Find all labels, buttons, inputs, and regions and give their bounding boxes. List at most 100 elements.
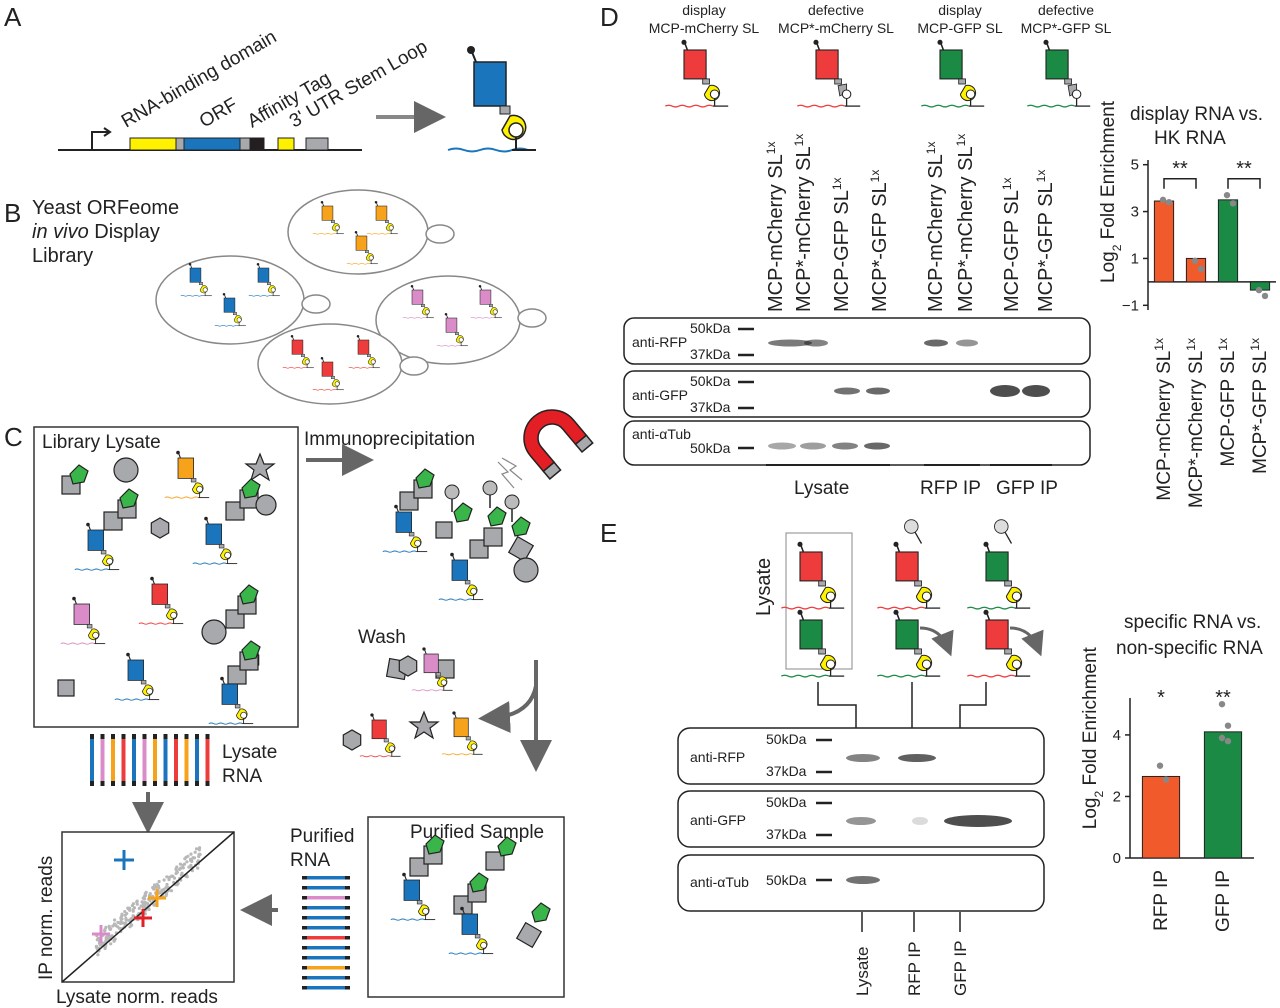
rna-strand bbox=[164, 496, 199, 499]
rna-bar bbox=[302, 886, 350, 890]
tether-knob bbox=[937, 39, 943, 45]
gray-circle bbox=[513, 557, 539, 583]
d-group-rfp-ip: RFP IP bbox=[920, 478, 981, 499]
d-band bbox=[924, 339, 948, 347]
rna-bar-cap bbox=[111, 781, 115, 786]
chart-sig: ** bbox=[1172, 158, 1188, 180]
chart-y-tick-label: 3 bbox=[1131, 204, 1139, 221]
linker bbox=[464, 580, 471, 585]
d-header-line2: MCP*-GFP SL bbox=[1021, 20, 1112, 36]
chart-sig: * bbox=[1157, 687, 1165, 709]
tether-knob bbox=[1043, 39, 1049, 45]
d-lane-sup: 1x bbox=[792, 134, 806, 147]
scatter-ylabel: IP norm. reads bbox=[36, 856, 57, 980]
label-orf: ORF bbox=[196, 94, 241, 132]
linker bbox=[331, 220, 335, 224]
rna-bar bbox=[302, 946, 350, 950]
lysate-rna-strands bbox=[90, 734, 210, 786]
stem-loop bbox=[921, 659, 932, 669]
display-construct bbox=[411, 647, 453, 692]
tether-knob bbox=[452, 711, 456, 715]
linker bbox=[416, 900, 423, 905]
stem-loop bbox=[1011, 591, 1022, 601]
protein-box bbox=[799, 619, 823, 650]
tether-knob bbox=[374, 200, 378, 204]
scatter-point bbox=[172, 876, 177, 880]
rna-strand bbox=[114, 698, 149, 701]
d-lane-label: MCP-mCherry SL1x bbox=[764, 142, 787, 312]
tether-knob bbox=[797, 609, 803, 615]
gray-square bbox=[515, 921, 543, 949]
gray-star bbox=[408, 710, 440, 740]
rna-strand bbox=[382, 550, 417, 553]
rna-strand bbox=[402, 316, 427, 319]
chart-point bbox=[1218, 734, 1226, 742]
chart-sig: ** bbox=[1215, 687, 1231, 709]
rna-bar-cap bbox=[302, 956, 307, 960]
e-blot-frame bbox=[677, 790, 1045, 848]
scatter-point bbox=[121, 921, 125, 925]
scatter-point bbox=[169, 889, 174, 893]
protein-box bbox=[445, 317, 458, 333]
magnet-icon bbox=[523, 409, 594, 481]
display-construct bbox=[1027, 39, 1091, 108]
scatter-point bbox=[123, 910, 127, 914]
rna-bar-cap bbox=[174, 781, 178, 786]
chart-bar bbox=[1203, 731, 1243, 859]
rna-strand bbox=[665, 104, 714, 108]
rna-strand bbox=[877, 606, 926, 610]
rna-strand bbox=[348, 366, 373, 369]
d-chart-title-1: display RNA vs. bbox=[1130, 104, 1263, 125]
label-purified-rna-2: RNA bbox=[290, 850, 330, 871]
bead bbox=[504, 494, 520, 510]
rna-strand bbox=[438, 598, 473, 601]
purified-rna-strands bbox=[302, 876, 350, 990]
rna-bar-cap bbox=[111, 734, 115, 739]
stem-loop bbox=[825, 659, 836, 669]
rna-strand bbox=[138, 622, 173, 625]
gray-hexagon bbox=[150, 517, 170, 539]
display-construct bbox=[781, 609, 845, 678]
stem-loop bbox=[422, 907, 429, 915]
display-construct bbox=[366, 200, 398, 235]
d-lane-label: MCP*-GFP SL1x bbox=[868, 170, 891, 312]
scatter-point bbox=[198, 846, 202, 850]
chart-category-sup: 1x bbox=[1184, 338, 1198, 351]
stem-loop bbox=[440, 679, 447, 686]
linker bbox=[818, 648, 826, 655]
rna-strand bbox=[248, 294, 273, 297]
display-construct bbox=[138, 576, 184, 625]
curved-arrow bbox=[919, 626, 954, 657]
d-lane-sup: 1x bbox=[954, 134, 968, 147]
protein-box bbox=[985, 551, 1009, 582]
tether-knob bbox=[444, 312, 448, 316]
arrow-wash-left bbox=[478, 685, 538, 733]
rna-bar-cap bbox=[345, 946, 350, 950]
protein-box bbox=[355, 235, 368, 251]
protein-box bbox=[357, 339, 370, 355]
tether-knob bbox=[354, 230, 358, 234]
scatter-point bbox=[104, 925, 108, 930]
tether-knob bbox=[893, 609, 899, 615]
scatter-point bbox=[119, 921, 123, 926]
scatter-point bbox=[137, 906, 141, 911]
rna-bar-cap bbox=[345, 936, 350, 940]
rna-bar bbox=[302, 906, 350, 910]
chart-point bbox=[1191, 257, 1199, 264]
tether-knob bbox=[126, 652, 130, 657]
protein-box bbox=[683, 49, 707, 80]
chart-point bbox=[1224, 737, 1232, 745]
chart-category-sup: 1x bbox=[1248, 338, 1262, 351]
stem-loop bbox=[146, 687, 153, 695]
rna-strand bbox=[282, 366, 307, 369]
rna-bar-cap bbox=[302, 896, 307, 900]
protein-box bbox=[451, 559, 468, 581]
rna-bar-cap bbox=[302, 936, 307, 940]
display-construct bbox=[436, 312, 468, 347]
linker bbox=[383, 738, 389, 743]
green-tag bbox=[415, 468, 435, 489]
scatter-point bbox=[167, 876, 171, 880]
rna-bar-cap bbox=[345, 926, 350, 930]
rna-bar bbox=[302, 986, 350, 990]
rna-bar-cap bbox=[345, 966, 350, 970]
